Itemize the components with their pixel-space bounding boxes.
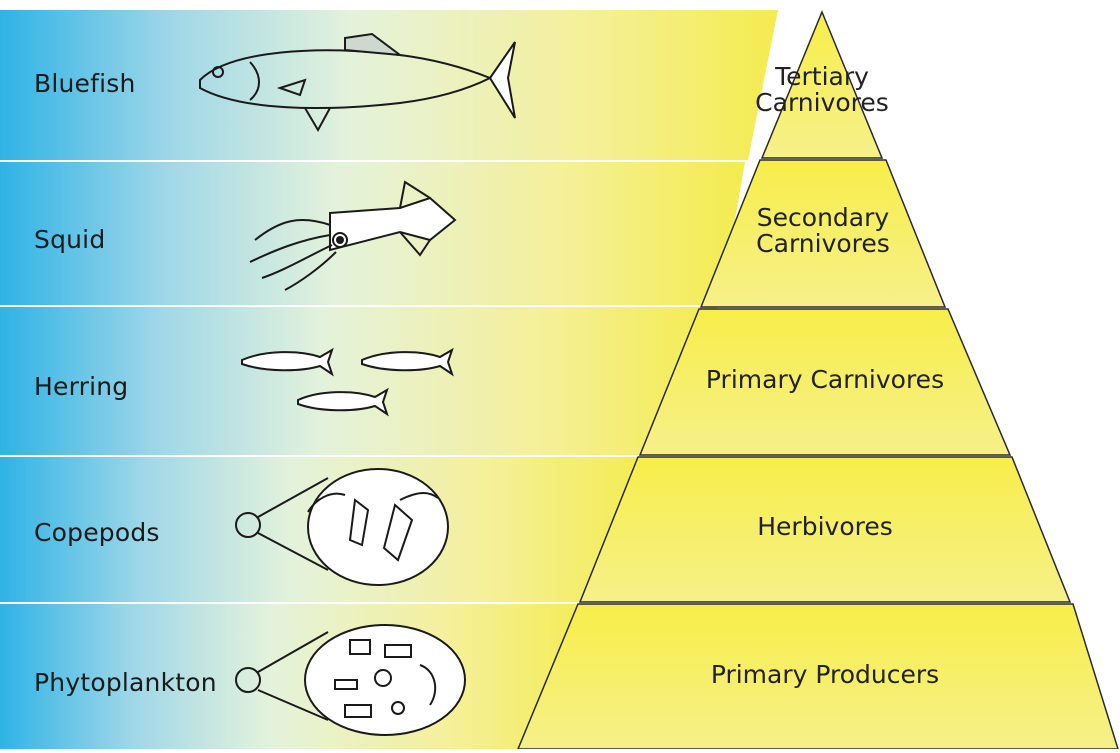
level-label-primary-producers-line1: Primary Producers	[665, 662, 985, 688]
level-label-secondary-line1: Secondary	[723, 205, 923, 231]
level-label-tertiary: Tertiary Carnivores	[742, 64, 902, 117]
organism-label-bluefish: Bluefish	[34, 69, 136, 98]
organism-label-herring: Herring	[34, 372, 128, 401]
level-label-herbivores-line1: Herbivores	[665, 514, 985, 540]
organism-label-copepods: Copepods	[34, 518, 160, 547]
level-label-primary-carnivores-line1: Primary Carnivores	[665, 367, 985, 393]
level-label-secondary: Secondary Carnivores	[723, 205, 923, 258]
level-label-tertiary-line2: Carnivores	[742, 90, 902, 116]
level-label-herbivores: Herbivores	[665, 514, 985, 540]
organism-label-squid: Squid	[34, 225, 105, 254]
level-label-secondary-line2: Carnivores	[723, 231, 923, 257]
level-label-tertiary-line1: Tertiary	[742, 64, 902, 90]
level-label-primary-carnivores: Primary Carnivores	[665, 367, 985, 393]
organism-label-phytoplankton: Phytoplankton	[34, 668, 217, 697]
level-label-primary-producers: Primary Producers	[665, 662, 985, 688]
